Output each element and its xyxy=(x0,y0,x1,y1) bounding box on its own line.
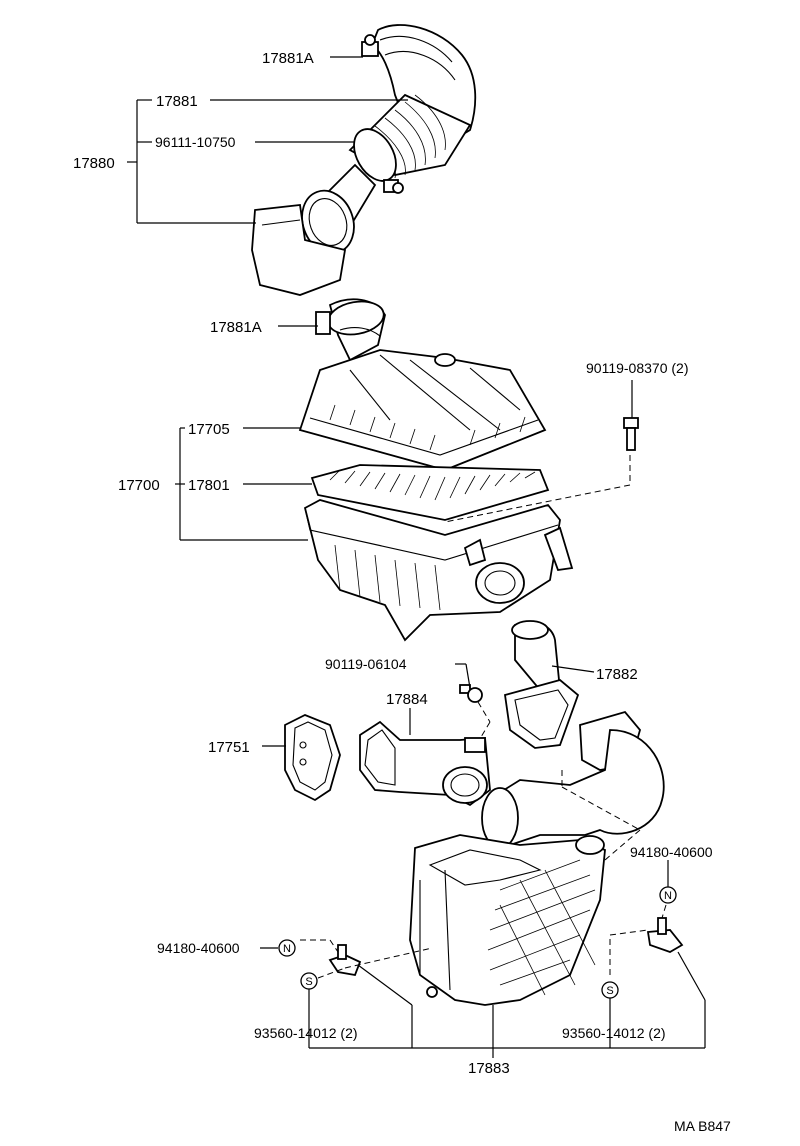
label-17751: 17751 xyxy=(208,739,250,756)
intake-duct-17884 xyxy=(359,720,491,807)
label-17882: 17882 xyxy=(596,666,638,683)
label-17884: 17884 xyxy=(386,691,428,708)
label-90119-08370: 90119-08370 (2) xyxy=(586,360,688,376)
svg-text:N: N xyxy=(664,890,672,902)
label-17881: 17881 xyxy=(156,93,198,110)
air-filter-element-17801 xyxy=(310,464,550,521)
bolt-90119-08370 xyxy=(623,417,639,485)
svg-text:S: S xyxy=(305,976,312,988)
label-17880: 17880 xyxy=(73,155,115,172)
connector-hose xyxy=(315,298,386,362)
nut-symbol-left: N xyxy=(278,939,296,957)
leader-lines xyxy=(127,56,706,1058)
label-17700: 17700 xyxy=(118,477,160,494)
intake-duct-17882 xyxy=(503,620,580,749)
nut-symbol-right: N xyxy=(659,886,677,904)
label-93560-14012-right: 93560-14012 (2) xyxy=(562,1025,666,1041)
bracket-left xyxy=(328,944,362,977)
diagram-code: MA B847 xyxy=(674,1118,731,1134)
label-17881A-mid: 17881A xyxy=(210,319,262,336)
label-17705: 17705 xyxy=(188,421,230,438)
label-94180-40600-right: 94180-40600 xyxy=(630,844,713,860)
bolt-90119-06104 xyxy=(459,684,491,743)
svg-text:S: S xyxy=(606,985,613,997)
screw-symbol-right: S xyxy=(601,981,619,999)
gasket-17751 xyxy=(284,714,341,802)
air-cleaner-cap-17705 xyxy=(298,349,547,471)
svg-text:N: N xyxy=(283,943,291,955)
intake-duct-connector xyxy=(481,710,665,849)
label-93560-14012-left: 93560-14012 (2) xyxy=(254,1025,358,1041)
label-94180-40600-left: 94180-40600 xyxy=(157,940,240,956)
label-17801: 17801 xyxy=(188,477,230,494)
bracket-right xyxy=(646,917,684,953)
label-96111-10750: 96111-10750 xyxy=(155,134,236,150)
air-cleaner-case xyxy=(303,499,574,642)
resonator-17883 xyxy=(409,834,606,1006)
label-17883: 17883 xyxy=(468,1060,510,1077)
label-17881A-top: 17881A xyxy=(262,50,314,67)
label-90119-06104: 90119-06104 xyxy=(325,656,407,672)
screw-symbol-left: S xyxy=(300,972,318,990)
intake-hose-assembly xyxy=(251,24,477,296)
